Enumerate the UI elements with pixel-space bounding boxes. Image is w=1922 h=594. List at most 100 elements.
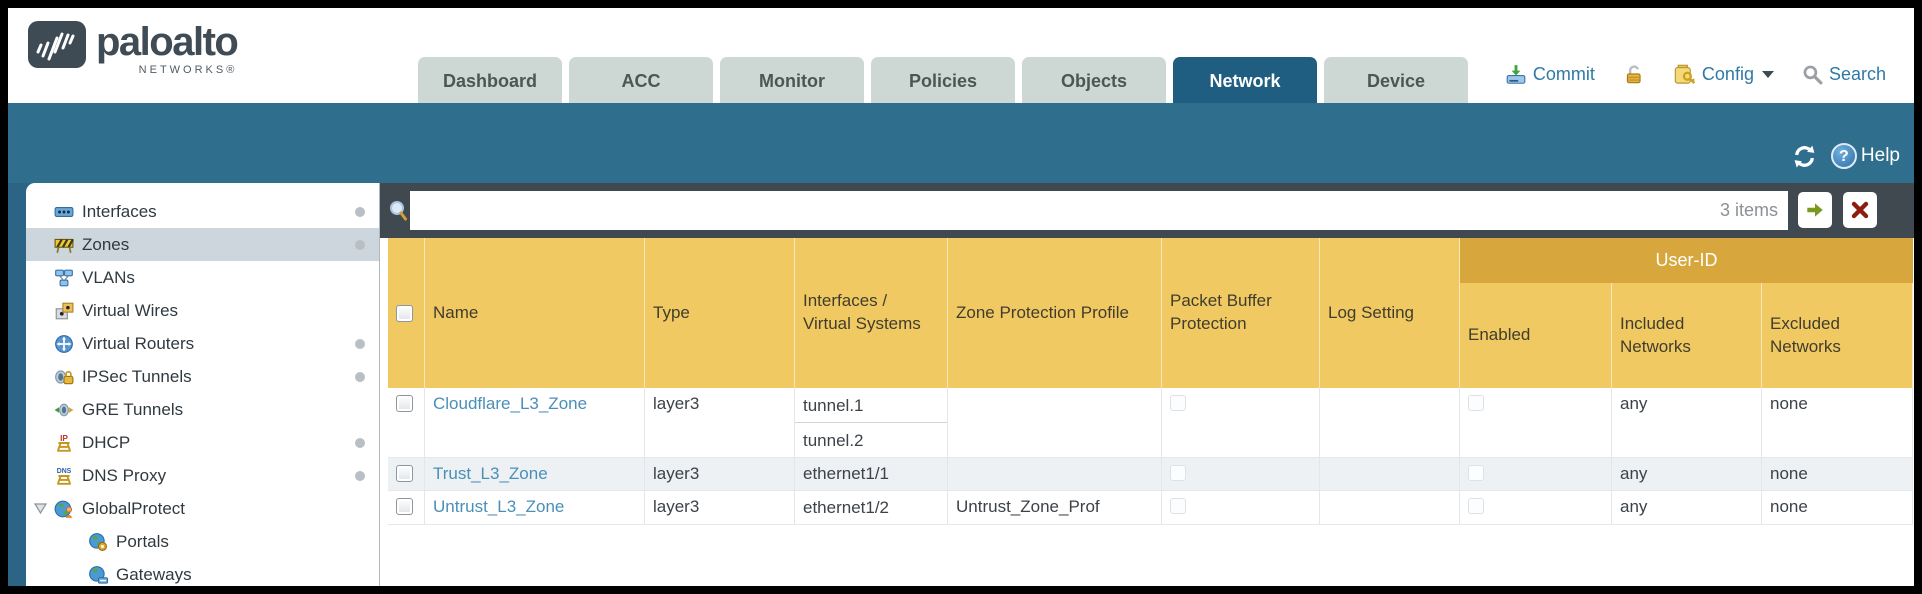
tab-policies[interactable]: Policies bbox=[871, 57, 1015, 103]
interface-entry: tunnel.2 bbox=[803, 431, 864, 450]
refresh-icon[interactable] bbox=[1792, 144, 1817, 169]
status-dot bbox=[355, 437, 365, 448]
sidebar: Interfaces Zones bbox=[26, 183, 380, 586]
col-header-packet-buffer-protection[interactable]: Packet Buffer Protection bbox=[1162, 238, 1320, 388]
cell-user-id-enabled bbox=[1460, 458, 1612, 491]
main-content: 3 items Name Type Interfaces bbox=[380, 183, 1914, 586]
col-header-log-setting[interactable]: Log Setting bbox=[1320, 238, 1460, 388]
portals-icon bbox=[89, 532, 107, 551]
sidebar-item-interfaces[interactable]: Interfaces bbox=[26, 195, 379, 228]
dhcp-icon: IP bbox=[56, 433, 72, 452]
cell-name: Cloudflare_L3_Zone bbox=[425, 388, 645, 458]
table-row-cloudflare[interactable]: Cloudflare_L3_Zone layer3 tunnel.1 tunne… bbox=[388, 388, 1913, 458]
zone-name-link[interactable]: Untrust_L3_Zone bbox=[433, 497, 565, 516]
col-header-zone-protection-profile[interactable]: Zone Protection Profile bbox=[948, 238, 1162, 388]
zone-name-link[interactable]: Trust_L3_Zone bbox=[433, 464, 548, 483]
user-id-group-header: User-ID bbox=[1460, 238, 1913, 283]
tab-network[interactable]: Network bbox=[1173, 57, 1317, 103]
virtual-routers-icon bbox=[55, 334, 73, 353]
sidebar-item-vlans[interactable]: VLANs bbox=[26, 261, 379, 294]
row-checkbox[interactable] bbox=[396, 498, 413, 515]
unlock-icon[interactable] bbox=[1623, 64, 1645, 86]
cell-zone-protection-profile bbox=[948, 458, 1162, 491]
sidebar-item-gateways[interactable]: Gateways bbox=[26, 558, 379, 586]
col-header-name[interactable]: Name bbox=[425, 238, 645, 388]
sidebar-item-gre-tunnels[interactable]: GRE Tunnels bbox=[26, 393, 379, 426]
cell-log-setting bbox=[1320, 388, 1460, 458]
commit-button[interactable]: Commit bbox=[1505, 64, 1595, 86]
search-label: Search bbox=[1828, 64, 1886, 84]
user-id-enabled-checkbox[interactable] bbox=[1468, 498, 1484, 514]
tab-acc[interactable]: ACC bbox=[569, 57, 713, 103]
sidebar-item-label: Portals bbox=[116, 531, 169, 551]
tab-objects[interactable]: Objects bbox=[1022, 57, 1166, 103]
sidebar-item-virtual-wires[interactable]: Virtual Wires bbox=[26, 294, 379, 327]
search-icon bbox=[1803, 65, 1823, 85]
sidebar-item-label: GlobalProtect bbox=[82, 498, 185, 518]
tab-dashboard[interactable]: Dashboard bbox=[418, 57, 562, 103]
cell-type: layer3 bbox=[645, 491, 795, 525]
svg-text:IP: IP bbox=[60, 433, 68, 443]
sidebar-item-zones[interactable]: Zones bbox=[26, 228, 379, 261]
table-header: Name Type Interfaces / Virtual Systems Z… bbox=[388, 238, 1913, 388]
sidebar-item-portals[interactable]: Portals bbox=[26, 525, 379, 558]
row-select-cell bbox=[388, 458, 425, 491]
caret-down-icon bbox=[1761, 71, 1774, 78]
clear-filter-button[interactable] bbox=[1843, 192, 1877, 228]
filter-field: 3 items bbox=[410, 191, 1788, 230]
col-header-included-networks[interactable]: Included Networks bbox=[1612, 283, 1762, 388]
col-header-interfaces[interactable]: Interfaces / Virtual Systems bbox=[795, 238, 948, 388]
col-header-enabled[interactable]: Enabled bbox=[1460, 283, 1612, 388]
packet-buffer-checkbox[interactable] bbox=[1170, 498, 1186, 514]
sidebar-item-dns-proxy[interactable]: DNS DNS Proxy bbox=[26, 459, 379, 492]
packet-buffer-checkbox[interactable] bbox=[1170, 465, 1186, 481]
col-header-type[interactable]: Type bbox=[645, 238, 795, 388]
zone-name-link[interactable]: Cloudflare_L3_Zone bbox=[433, 394, 588, 413]
status-dot bbox=[355, 206, 365, 217]
tab-monitor[interactable]: Monitor bbox=[720, 57, 864, 103]
status-dot bbox=[355, 371, 365, 382]
row-checkbox[interactable] bbox=[396, 465, 413, 482]
clear-filter-x-icon bbox=[1851, 201, 1869, 219]
sidebar-item-label: VLANs bbox=[82, 267, 135, 287]
help-button[interactable]: ? Help bbox=[1830, 143, 1900, 169]
table-row-trust[interactable]: Trust_L3_Zone layer3 ethernet1/1 any non… bbox=[388, 458, 1913, 491]
packet-buffer-checkbox[interactable] bbox=[1170, 395, 1186, 411]
sidebar-item-label: DHCP bbox=[82, 432, 131, 452]
cell-included-networks: any bbox=[1612, 458, 1762, 491]
row-select-cell bbox=[388, 491, 425, 525]
row-checkbox[interactable] bbox=[396, 395, 413, 412]
cell-interfaces: tunnel.1 tunnel.2 bbox=[795, 388, 948, 458]
select-all-checkbox[interactable] bbox=[396, 304, 413, 322]
col-header-excluded-networks[interactable]: Excluded Networks bbox=[1762, 283, 1913, 388]
config-label: Config bbox=[1701, 64, 1754, 84]
zones-table: Name Type Interfaces / Virtual Systems Z… bbox=[388, 238, 1913, 525]
sidebar-item-label: GRE Tunnels bbox=[82, 399, 184, 419]
sidebar-item-ipsec-tunnels[interactable]: IPSec Tunnels bbox=[26, 360, 379, 393]
cell-packet-buffer-protection bbox=[1162, 458, 1320, 491]
app-window: paloalto NETWORKS® Dashboard ACC Monitor… bbox=[8, 8, 1914, 586]
globalprotect-icon bbox=[54, 500, 73, 518]
sidebar-item-virtual-routers[interactable]: Virtual Routers bbox=[26, 327, 379, 360]
user-id-enabled-checkbox[interactable] bbox=[1468, 465, 1484, 481]
sidebar-item-dhcp[interactable]: IP DHCP bbox=[26, 426, 379, 459]
cell-log-setting bbox=[1320, 491, 1460, 525]
user-id-enabled-checkbox[interactable] bbox=[1468, 395, 1484, 411]
apply-filter-button[interactable] bbox=[1798, 192, 1832, 228]
sidebar-item-globalprotect[interactable]: GlobalProtect bbox=[26, 492, 379, 525]
expander-triangle-icon[interactable] bbox=[34, 502, 47, 515]
filter-input[interactable] bbox=[410, 191, 1720, 230]
zones-icon bbox=[54, 238, 74, 253]
cell-user-id-enabled bbox=[1460, 491, 1612, 525]
cell-excluded-networks: none bbox=[1762, 458, 1913, 491]
main-nav-tabs: Dashboard ACC Monitor Policies Objects N… bbox=[418, 57, 1468, 103]
search-button[interactable]: Search bbox=[1802, 64, 1886, 85]
sidebar-background: Interfaces Zones bbox=[8, 183, 380, 586]
table-row-untrust[interactable]: Untrust_L3_Zone layer3 ethernet1/2 Untru… bbox=[388, 491, 1913, 525]
config-menu-button[interactable]: Config bbox=[1673, 63, 1774, 86]
tab-device[interactable]: Device bbox=[1324, 57, 1468, 103]
cell-user-id-enabled bbox=[1460, 388, 1612, 458]
commit-icon bbox=[1506, 64, 1526, 84]
gateways-icon bbox=[89, 565, 108, 584]
filter-bar: 3 items bbox=[380, 183, 1914, 238]
